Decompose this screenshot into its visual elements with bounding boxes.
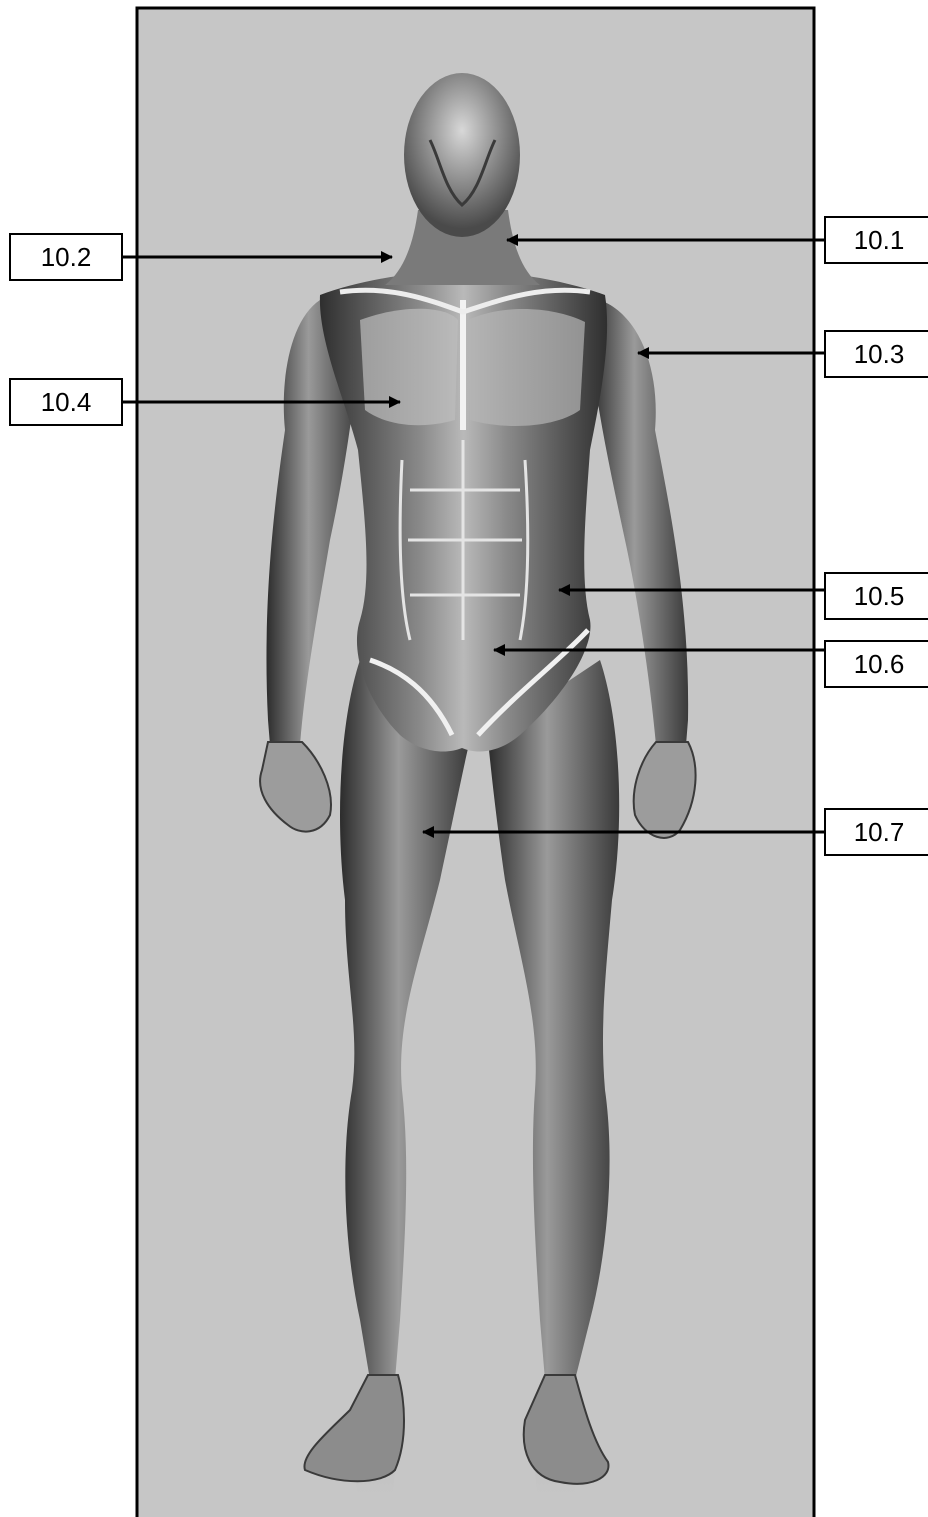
label-10-1: 10.1 [824, 216, 928, 264]
label-10-2: 10.2 [9, 233, 123, 281]
label-10-6: 10.6 [824, 640, 928, 688]
head [404, 73, 520, 237]
pectoral-left [360, 309, 458, 425]
label-10-5: 10.5 [824, 572, 928, 620]
label-10-7: 10.7 [824, 808, 928, 856]
label-10-3: 10.3 [824, 330, 928, 378]
pectoral-right [468, 309, 585, 426]
label-10-4: 10.4 [9, 378, 123, 426]
